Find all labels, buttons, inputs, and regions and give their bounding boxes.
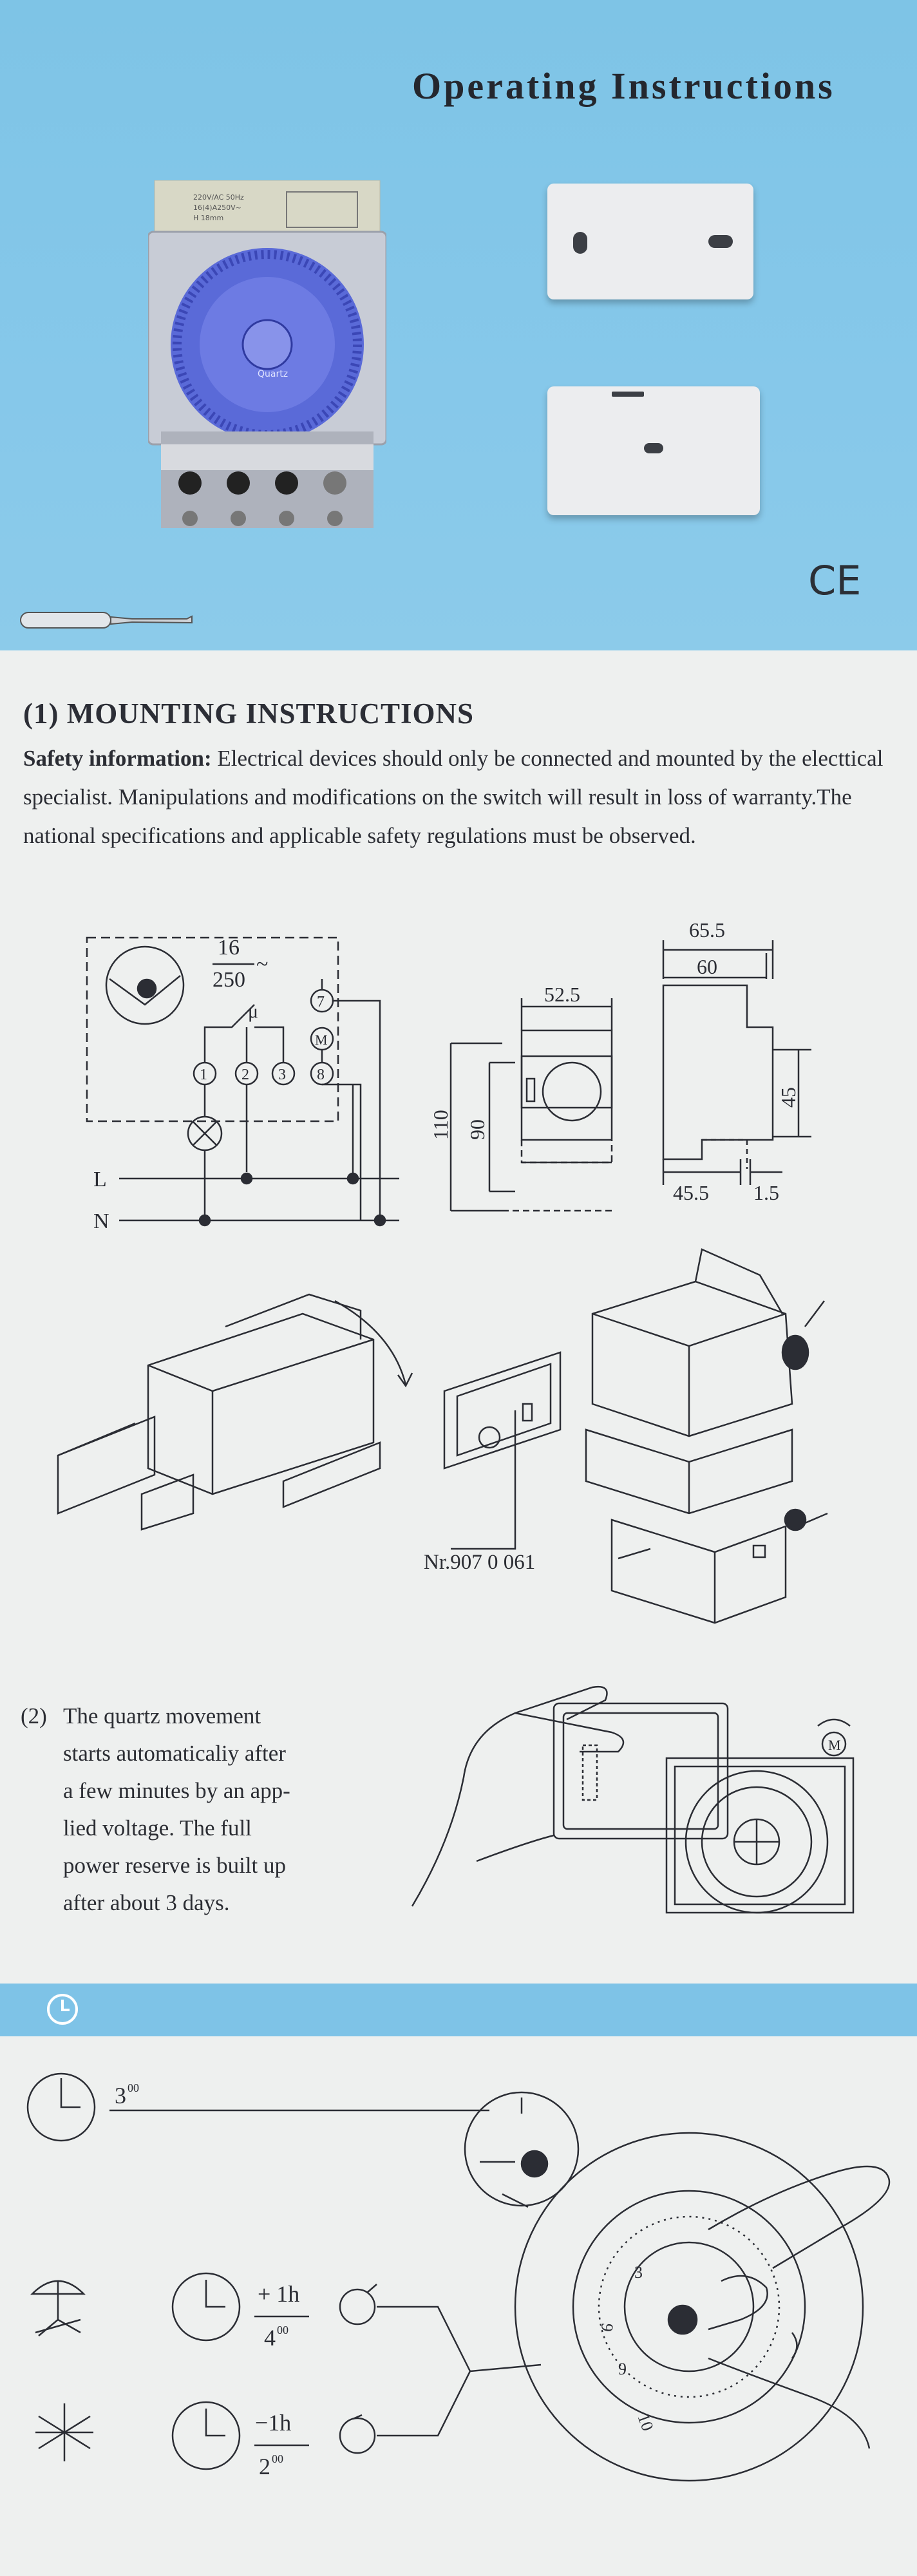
winter-time-hour: 2 [259,2454,270,2479]
set-time-minutes: 00 [128,2081,139,2094]
quartz-line-3: a few minutes by an app- [63,1778,290,1803]
winter-time-minutes: 00 [272,2452,283,2465]
key-tool-image [20,612,193,629]
rating-voltage: 250 [213,968,245,992]
quartz-line-5: power reserve is built up [63,1853,287,1878]
dim-height-total: 110 [429,1110,452,1140]
set-time-hour: 3 [115,2083,126,2108]
motor-symbol: M [828,1737,841,1753]
mounting-plate-front [547,184,753,299]
motor-symbol: M [315,1032,328,1048]
dim-depth-total: 65.5 [689,918,725,942]
ce-mark: CE [808,557,862,604]
time-setting-section [0,2036,917,2576]
timer-product-image: 220V/AC 50Hz 16(4)A250V~ H 18mm Quartz [148,180,386,528]
time-setting-banner [0,1984,917,2036]
plate-slot [644,443,663,453]
plate-slot [708,235,733,248]
dim-side-height: 45 [777,1087,800,1108]
clock-icon [47,1994,78,2025]
line-l-label: L [93,1168,107,1191]
summer-time-minutes: 00 [277,2324,288,2336]
terminal-1: 1 [200,1066,207,1083]
safety-paragraph: Safety information: Electrical devices s… [23,739,893,855]
din-rail-drawing [57,1248,828,1624]
quartz-instructions: (2) The quartz movement starts automatica… [21,1698,381,1922]
terminal-8: 8 [317,1066,325,1083]
terminal-2: 2 [241,1066,249,1083]
dial-brand: Quartz [258,369,288,379]
mu-symbol: μ [248,1001,258,1022]
terminal-7: 7 [317,994,325,1010]
dim-bottom-offset: 1.5 [753,1181,779,1204]
mounting-heading: (1) MOUNTING INSTRUCTIONS [23,697,475,730]
dial-number-3: 3 [634,2263,643,2282]
clock-icon [26,2072,96,2142]
plate-groove [612,392,644,397]
label-line-3: H 18mm [193,214,223,222]
quartz-line-4: lied voltage. The full [63,1815,252,1841]
rating-current: 16 [218,936,240,960]
quartz-line-1: The quartz movement [63,1703,261,1728]
technical-diagrams: 16 250 ~ μ 1 2 3 8 7 M L N 52.5 65.5 60 … [57,918,828,1624]
dial-number-9: 9 [618,2360,627,2378]
plate-slot [573,232,587,254]
summer-adjust: + 1h [258,2281,299,2307]
time-setting-diagram: 3 00 + 1h 4 00 −1h 2 00 3 6 9 10 [26,2072,891,2482]
dim-depth-inner: 60 [697,955,717,978]
dim-bottom-depth: 45.5 [673,1181,709,1204]
dim-height-inner: 90 [466,1119,489,1140]
terminal-3: 3 [278,1066,286,1083]
safety-label: Safety information: [23,746,212,771]
cover-removal-illustration: M [411,1685,855,1914]
mounting-plate-back [547,386,760,515]
rating-suffix: ~ [256,952,268,976]
dim-width-front: 52.5 [544,983,580,1006]
quartz-line-6: after about 3 days. [63,1890,230,1915]
label-line-2: 16(4)A250V~ [193,204,241,212]
safety-text: Electrical devices should only be connec… [23,746,884,848]
quartz-line-2: starts automaticaliy after [63,1741,286,1766]
part-number-label: Nr.907 0 061 [424,1551,536,1574]
dial-number-10: 10 [634,2411,657,2433]
line-n-label: N [93,1209,109,1233]
mounting-section [0,650,917,1984]
step-number: (2) [21,1703,47,1728]
label-line-1: 220V/AC 50Hz [193,193,244,202]
page-title: Operating Instructions [412,65,835,107]
winter-adjust: −1h [255,2410,291,2436]
dial-number-6: 6 [597,2322,617,2333]
summer-time-hour: 4 [264,2325,276,2351]
